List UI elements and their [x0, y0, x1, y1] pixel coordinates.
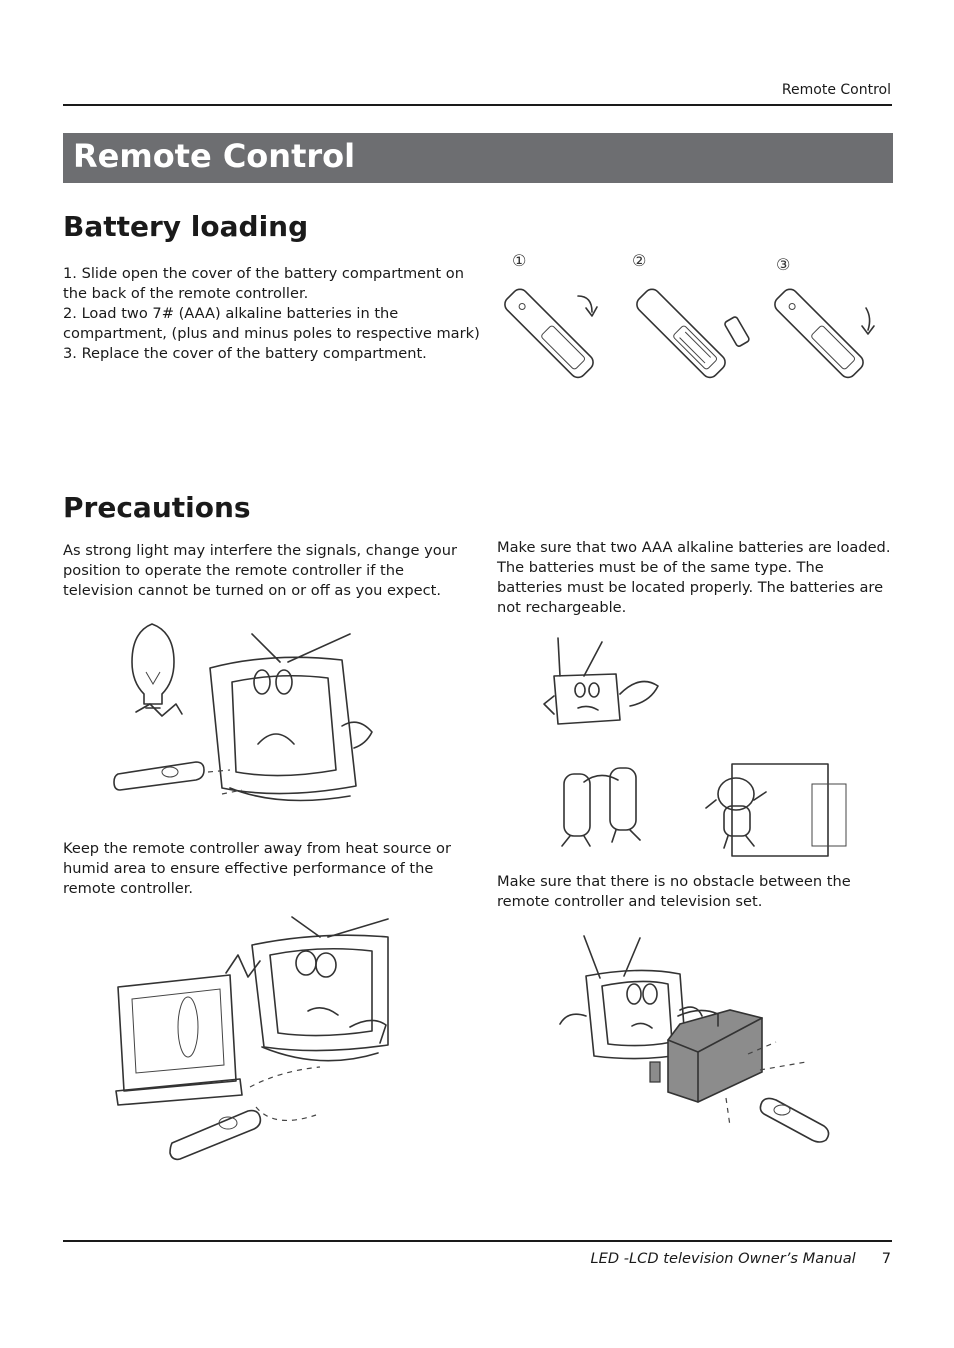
light-bulb-icon: [131, 623, 175, 709]
remote-illustration-3: [774, 288, 875, 379]
battery-steps: 1. Slide open the cover of the battery c…: [63, 264, 480, 364]
precaution-strong-light: As strong light may interfere the signal…: [63, 542, 457, 599]
footer-rule: [63, 1240, 892, 1242]
precautions-heading: Precautions: [63, 491, 251, 524]
page-title: Remote Control: [73, 137, 356, 175]
remote-icon: [113, 761, 205, 791]
title-bar: Remote Control: [63, 133, 893, 183]
header-rule: [63, 104, 892, 106]
strong-light-illustration: [113, 623, 373, 802]
battery-step-line: the back of the remote controller.: [63, 285, 309, 302]
heat-source-illustration: [115, 916, 389, 1161]
battery-loading-figure: ① ② ③: [504, 251, 875, 379]
remote-icon: [759, 1097, 830, 1143]
header-section-label: Remote Control: [781, 82, 891, 98]
tv-character: [251, 916, 389, 1062]
page-number: 7: [881, 1250, 891, 1267]
precaution-heat-humidity: Keep the remote controller away from hea…: [63, 840, 451, 897]
battery-step-line: 2. Load two 7# (AAA) alkaline batteries …: [63, 305, 399, 322]
footer: LED -LCD television Owner’s Manual 7: [591, 1250, 891, 1267]
battery-type-illustration: [543, 637, 847, 857]
battery-in-frame-character: [705, 763, 847, 857]
step-label-1: ①: [512, 251, 526, 270]
remote-illustration-2: [636, 288, 750, 379]
tv-character: [209, 633, 373, 802]
step-label-3: ③: [776, 255, 790, 274]
precaution-no-obstacle: Make sure that there is no obstacle betw…: [497, 873, 851, 910]
battery-loading-heading: Battery loading: [63, 210, 309, 243]
step-label-2: ②: [632, 251, 646, 270]
batteries-characters: [561, 767, 641, 847]
battery-step-line: 3. Replace the cover of the battery comp…: [63, 345, 427, 362]
manual-title: LED -LCD television Owner’s Manual: [590, 1250, 856, 1267]
obstacle-illustration: [559, 935, 830, 1143]
battery-step-line: compartment, (plus and minus poles to re…: [63, 325, 480, 342]
remote-icon: [169, 1109, 262, 1161]
battery-step-line: 1. Slide open the cover of the battery c…: [63, 265, 464, 282]
heater-icon: [115, 974, 243, 1106]
toaster-icon: [649, 1009, 763, 1103]
remote-illustration-1: [504, 288, 598, 379]
precaution-battery-type: Make sure that two AAA alkaline batterie…: [497, 539, 891, 616]
tv-character: [559, 935, 703, 1060]
small-tv-character: [543, 637, 659, 725]
